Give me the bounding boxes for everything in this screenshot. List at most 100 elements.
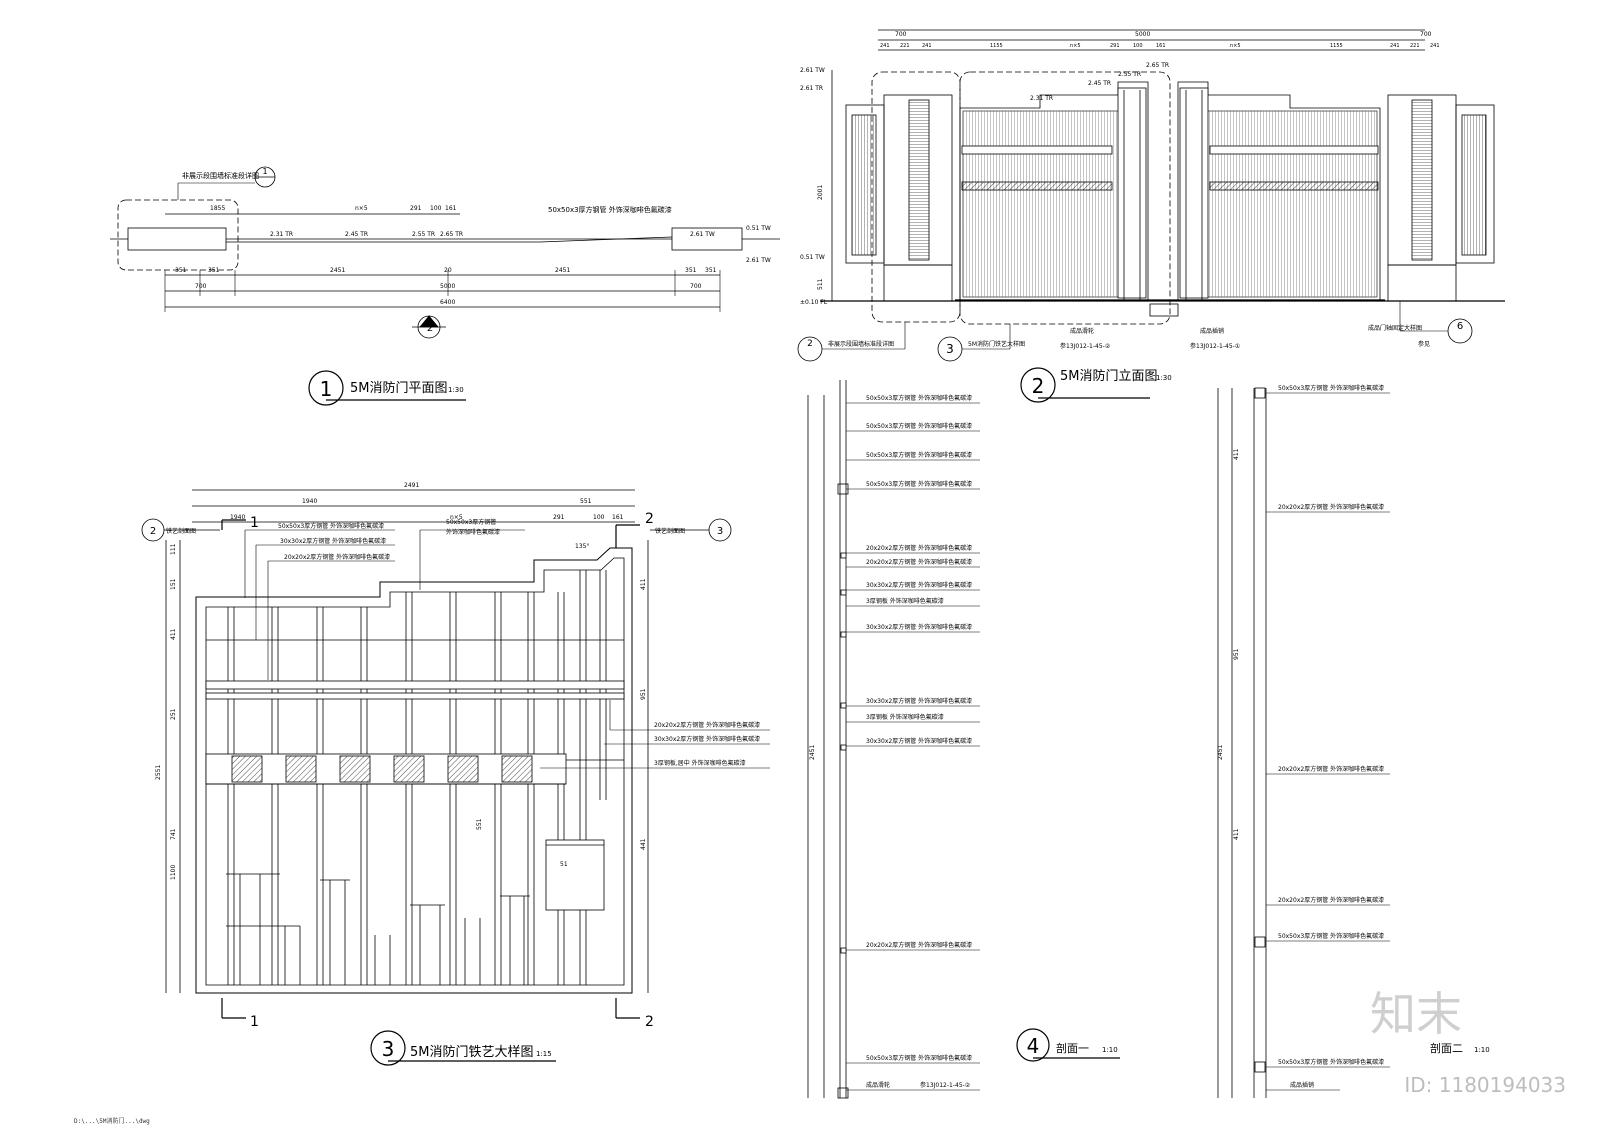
svg-text:20x20x2厚方钢管 外饰深咖啡色氟碳漆: 20x20x2厚方钢管 外饰深咖啡色氟碳漆 (866, 558, 972, 566)
svg-text:n×5: n×5 (355, 205, 368, 212)
svg-text:700: 700 (1420, 31, 1432, 38)
svg-text:20x20x2厚方钢管 外饰深咖啡色氟碳漆: 20x20x2厚方钢管 外饰深咖啡色氟碳漆 (654, 721, 760, 729)
svg-text:951: 951 (640, 688, 647, 700)
svg-text:铁艺剖面图: 铁艺剖面图 (166, 527, 196, 535)
svg-text:291: 291 (1110, 43, 1120, 49)
file-path: D:\...\5M消防门...\dwg (74, 1118, 150, 1125)
svg-text:2001: 2001 (817, 185, 824, 200)
svg-text:161: 161 (612, 514, 624, 521)
svg-text:2: 2 (807, 339, 813, 349)
svg-text:351: 351 (685, 267, 697, 274)
svg-text:铁艺剖面图: 铁艺剖面图 (655, 527, 685, 535)
svg-text:111: 111 (170, 543, 177, 555)
svg-text:700: 700 (895, 31, 907, 38)
svg-text:1940: 1940 (230, 514, 245, 521)
watermark-id: ID: 1180194033 (1404, 1073, 1566, 1097)
svg-text:741: 741 (170, 828, 177, 840)
svg-text:2.55 TR: 2.55 TR (412, 231, 435, 238)
svg-text:351: 351 (208, 267, 220, 274)
svg-text:2.61 TW: 2.61 TW (746, 257, 771, 264)
elevation-view (797, 29, 1505, 362)
plan-left-pillar (127, 227, 227, 251)
svg-text:2451: 2451 (809, 745, 816, 760)
svg-text:2.31 TR: 2.31 TR (1030, 95, 1053, 102)
plan-callout-num: 1 (262, 167, 267, 176)
section-1-title: 剖面一 (1056, 1041, 1089, 1055)
section-1-texts: 50x50x3厚方钢管 外饰深咖啡色氟碳漆 50x50x3厚方钢管 外饰深咖啡色… (809, 394, 1118, 1089)
svg-text:50x50x3厚方钢管 外饰深咖啡色氟碳漆: 50x50x3厚方钢管 外饰深咖啡色氟碳漆 (1278, 1058, 1384, 1066)
svg-text:30x30x2厚方钢管 外饰深咖啡色氟碳漆: 30x30x2厚方钢管 外饰深咖啡色氟碳漆 (654, 735, 760, 743)
detail-bars (227, 570, 607, 985)
svg-text:351: 351 (175, 267, 187, 274)
svg-text:221: 221 (900, 43, 910, 49)
svg-text:5000: 5000 (440, 283, 455, 290)
svg-text:1100: 1100 (170, 865, 177, 880)
elevation-title: 5M消防门立面图 (1060, 368, 1158, 384)
svg-text:成品插销: 成品插销 (1290, 1081, 1314, 1089)
svg-text:5M消防门铁艺大样图: 5M消防门铁艺大样图 (968, 340, 1025, 348)
svg-text:1155: 1155 (990, 43, 1003, 49)
section-2-texts: 50x50x3厚方钢管 外饰深咖啡色氟碳漆 20x20x2厚方钢管 外饰深咖啡色… (1217, 384, 1490, 1089)
svg-text:3厚钢板 外饰深咖啡色氟碳漆: 3厚钢板 外饰深咖啡色氟碳漆 (866, 597, 944, 605)
svg-text:161: 161 (445, 205, 457, 212)
svg-text:50x50x3厚方钢管 外饰深咖啡色氟碳漆: 50x50x3厚方钢管 外饰深咖啡色氟碳漆 (1278, 932, 1384, 940)
detail-title-block: 3 5M消防门铁艺大样图 1:15 (370, 1030, 556, 1066)
svg-text:1: 1 (250, 515, 259, 531)
svg-text:700: 700 (195, 283, 207, 290)
svg-text:50x50x3厚方钢管 外饰深咖啡色氟碳漆: 50x50x3厚方钢管 外饰深咖啡色氟碳漆 (866, 394, 972, 402)
svg-text:30x30x2厚方钢管 外饰深咖啡色氟碳漆: 30x30x2厚方钢管 外饰深咖啡色氟碳漆 (866, 697, 972, 705)
svg-text:30x30x2厚方钢管 外饰深咖啡色氟碳漆: 30x30x2厚方钢管 外饰深咖啡色氟碳漆 (280, 537, 386, 545)
svg-text:100: 100 (593, 514, 605, 521)
plan-scale: 1:30 (448, 386, 464, 394)
svg-text:30x30x2厚方钢管 外饰深咖啡色氟碳漆: 30x30x2厚方钢管 外饰深咖啡色氟碳漆 (866, 737, 972, 745)
svg-text:411: 411 (170, 628, 177, 640)
svg-text:3: 3 (717, 526, 723, 537)
svg-text:2.61 TW: 2.61 TW (800, 67, 825, 74)
svg-text:951: 951 (1233, 648, 1240, 660)
svg-text:2451: 2451 (330, 267, 345, 274)
svg-text:非展示段围墙标准段详图: 非展示段围墙标准段详图 (828, 340, 894, 348)
svg-text:2451: 2451 (1217, 745, 1224, 760)
svg-text:n×5: n×5 (450, 514, 463, 521)
plan-title: 5M消防门平面图 (350, 380, 448, 396)
detail-texts: 2491 1940 1940 n×5 291 551 100 161 铁艺剖面图… (150, 482, 760, 1030)
svg-text:1940: 1940 (302, 498, 317, 505)
svg-text:20x20x2厚方钢管 外饰深咖啡色氟碳漆: 20x20x2厚方钢管 外饰深咖啡色氟碳漆 (1278, 503, 1384, 511)
svg-text:外饰深咖啡色氟碳漆: 外饰深咖啡色氟碳漆 (446, 528, 500, 536)
svg-text:3厚钢板,居中 外饰深咖啡色氟碳漆: 3厚钢板,居中 外饰深咖啡色氟碳漆 (654, 759, 746, 767)
svg-text:135°: 135° (575, 543, 589, 550)
svg-text:161: 161 (1156, 43, 1166, 49)
svg-text:20x20x2厚方钢管 外饰深咖啡色氟碳漆: 20x20x2厚方钢管 外饰深咖啡色氟碳漆 (1278, 896, 1384, 904)
svg-text:成品滑轮: 成品滑轮 (866, 1081, 890, 1089)
plan-title-marker: 1 (320, 377, 333, 401)
svg-text:50x50x3厚方钢管: 50x50x3厚方钢管 (446, 518, 496, 526)
svg-text:2: 2 (150, 526, 156, 537)
svg-text:2.45 TR: 2.45 TR (345, 231, 368, 238)
svg-text:551: 551 (476, 818, 483, 830)
svg-text:成品门轴固定大样图: 成品门轴固定大样图 (1368, 324, 1422, 332)
svg-text:6400: 6400 (440, 299, 455, 306)
svg-text:2: 2 (645, 1014, 654, 1030)
detail-view (141, 489, 770, 1019)
svg-text:1:10: 1:10 (1474, 1046, 1490, 1054)
svg-text:0.51 TW: 0.51 TW (746, 225, 771, 232)
svg-text:411: 411 (640, 578, 647, 590)
svg-text:参13J012-1-45-①: 参13J012-1-45-① (1190, 342, 1240, 350)
elevation-texts: 700 5000 700 241 221 241 1155 n×5 291 10… (800, 31, 1463, 356)
svg-text:2.45 TR: 2.45 TR (1088, 80, 1111, 87)
svg-text:241: 241 (1430, 43, 1440, 49)
svg-text:151: 151 (170, 578, 177, 590)
plan-view (110, 166, 780, 339)
plan-note-steel: 50x50x3厚方钢管 外饰深咖啡色氟碳漆 (548, 205, 672, 214)
svg-text:30x30x2厚方钢管 外饰深咖啡色氟碳漆: 30x30x2厚方钢管 外饰深咖啡色氟碳漆 (866, 623, 972, 631)
section-2-title: 剖面二 (1430, 1041, 1463, 1055)
svg-text:30x30x2厚方钢管 外饰深咖啡色氟碳漆: 30x30x2厚方钢管 外饰深咖啡色氟碳漆 (866, 581, 972, 589)
svg-text:411: 411 (1233, 828, 1240, 840)
svg-text:20x20x2厚方钢管 外饰深咖啡色氟碳漆: 20x20x2厚方钢管 外饰深咖啡色氟碳漆 (284, 553, 390, 561)
svg-text:±0.10 FL: ±0.10 FL (800, 299, 828, 306)
svg-text:参见: 参见 (1418, 340, 1430, 348)
svg-text:1155: 1155 (1330, 43, 1343, 49)
svg-text:2451: 2451 (555, 267, 570, 274)
svg-text:221: 221 (1410, 43, 1420, 49)
plan-texts: 非展示段围墙标准段详图 50x50x3厚方钢管 外饰深咖啡色氟碳漆 2 1 18… (175, 167, 771, 334)
